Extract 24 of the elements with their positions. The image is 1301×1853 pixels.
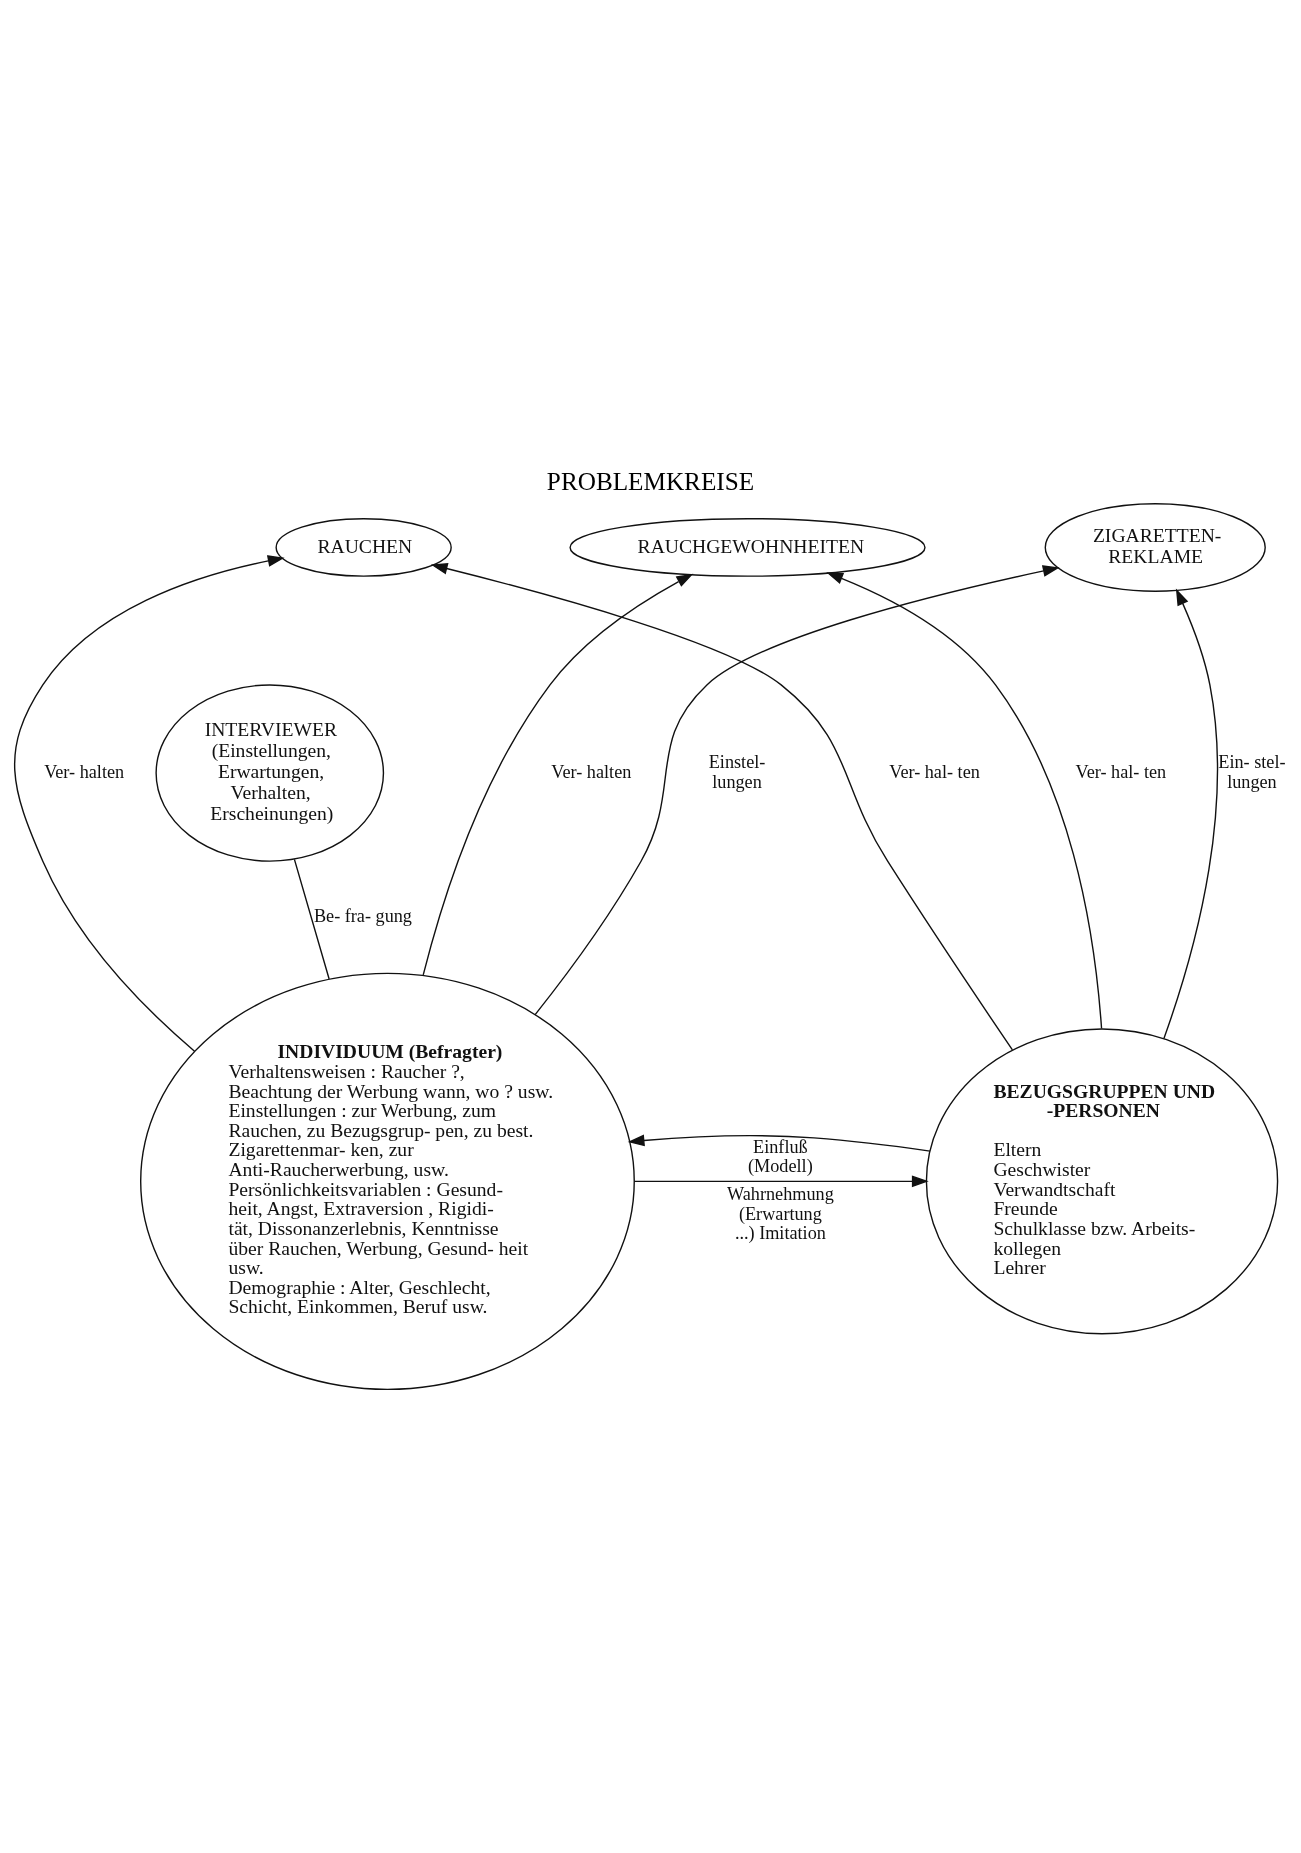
edge-label: Einstel- lungen xyxy=(708,751,766,792)
arrow xyxy=(430,562,1014,1051)
edge-label: Ver- halten xyxy=(551,761,632,782)
arrow xyxy=(534,564,1060,1015)
node-ellipse: RAUCHGEWOHNHEITEN xyxy=(569,517,926,577)
edge-label: Ein- stel- lungen xyxy=(1218,751,1286,792)
diagram-title: PROBLEMKREISE xyxy=(546,467,755,495)
node-ellipse: INDIVIDUUM (Befragter) Verhaltensweisen : Raucher ?, Beachtung der Werbung wann, wo ? usw. Einstellungen : zur Werbung, zum Rauchen, zu Bezugsgrup- pen, zu best. Zigarettenmar- ken, zur Anti-Raucherwerbung, usw. Persönlichkeitsvariablen : Gesund- heit, Angst, Extraversion , Rigidi- tät, Dissonanzerlebnis, Kenntnisse über Rauchen, Werbung, Gesund- heit usw. Demographie : Alter, Geschlecht, Schicht, Einkommen, Beruf usw. xyxy=(140,972,635,1390)
edge-label: Ver- hal- ten xyxy=(889,761,980,782)
edge-label: Einfluß (Modell) xyxy=(748,1136,813,1176)
edge-label: Wahrnehmung (Erwartung ...) Imitation xyxy=(727,1183,834,1243)
edge-label: Ver- hal- ten xyxy=(1075,761,1167,782)
arrow xyxy=(14,554,285,1052)
arrow xyxy=(826,571,1103,1029)
arrow xyxy=(633,1174,929,1187)
node-ellipse: INTERVIEWER (Einstellungen, Erwartungen, Verhalten, Erscheinungen) xyxy=(155,683,385,862)
arrow xyxy=(422,573,694,976)
node-ellipse: BEZUGSGRUPPEN UND -PERSONEN Eltern Geschwister Verwandtschaft Freunde Schulklasse bzw. Arbeits- kollegen Lehrer xyxy=(925,1027,1279,1334)
edge-label: Ver- halten xyxy=(44,761,125,782)
arrow xyxy=(627,1134,931,1152)
edge-label: Be- fra- gung xyxy=(313,905,412,926)
node-ellipse: ZIGARETTEN- REKLAME xyxy=(1044,502,1266,592)
arrow xyxy=(1163,588,1219,1039)
connector xyxy=(293,858,330,980)
